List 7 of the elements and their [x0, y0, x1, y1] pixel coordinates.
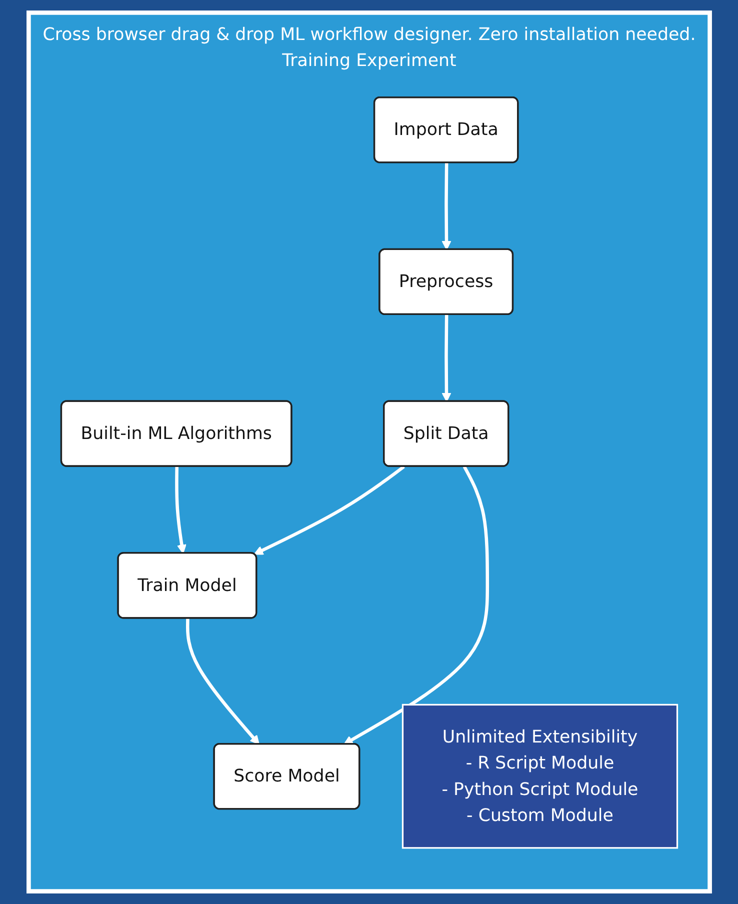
node-box: Unlimited Extensibility - R Script Module - Python Script Module - Custom Module: [402, 704, 678, 849]
arrow: [186, 618, 260, 745]
arrow: [442, 162, 452, 250]
arrow: [442, 314, 452, 402]
arrow: [254, 465, 405, 555]
arrow: [174, 466, 186, 554]
arrow: [343, 466, 489, 745]
